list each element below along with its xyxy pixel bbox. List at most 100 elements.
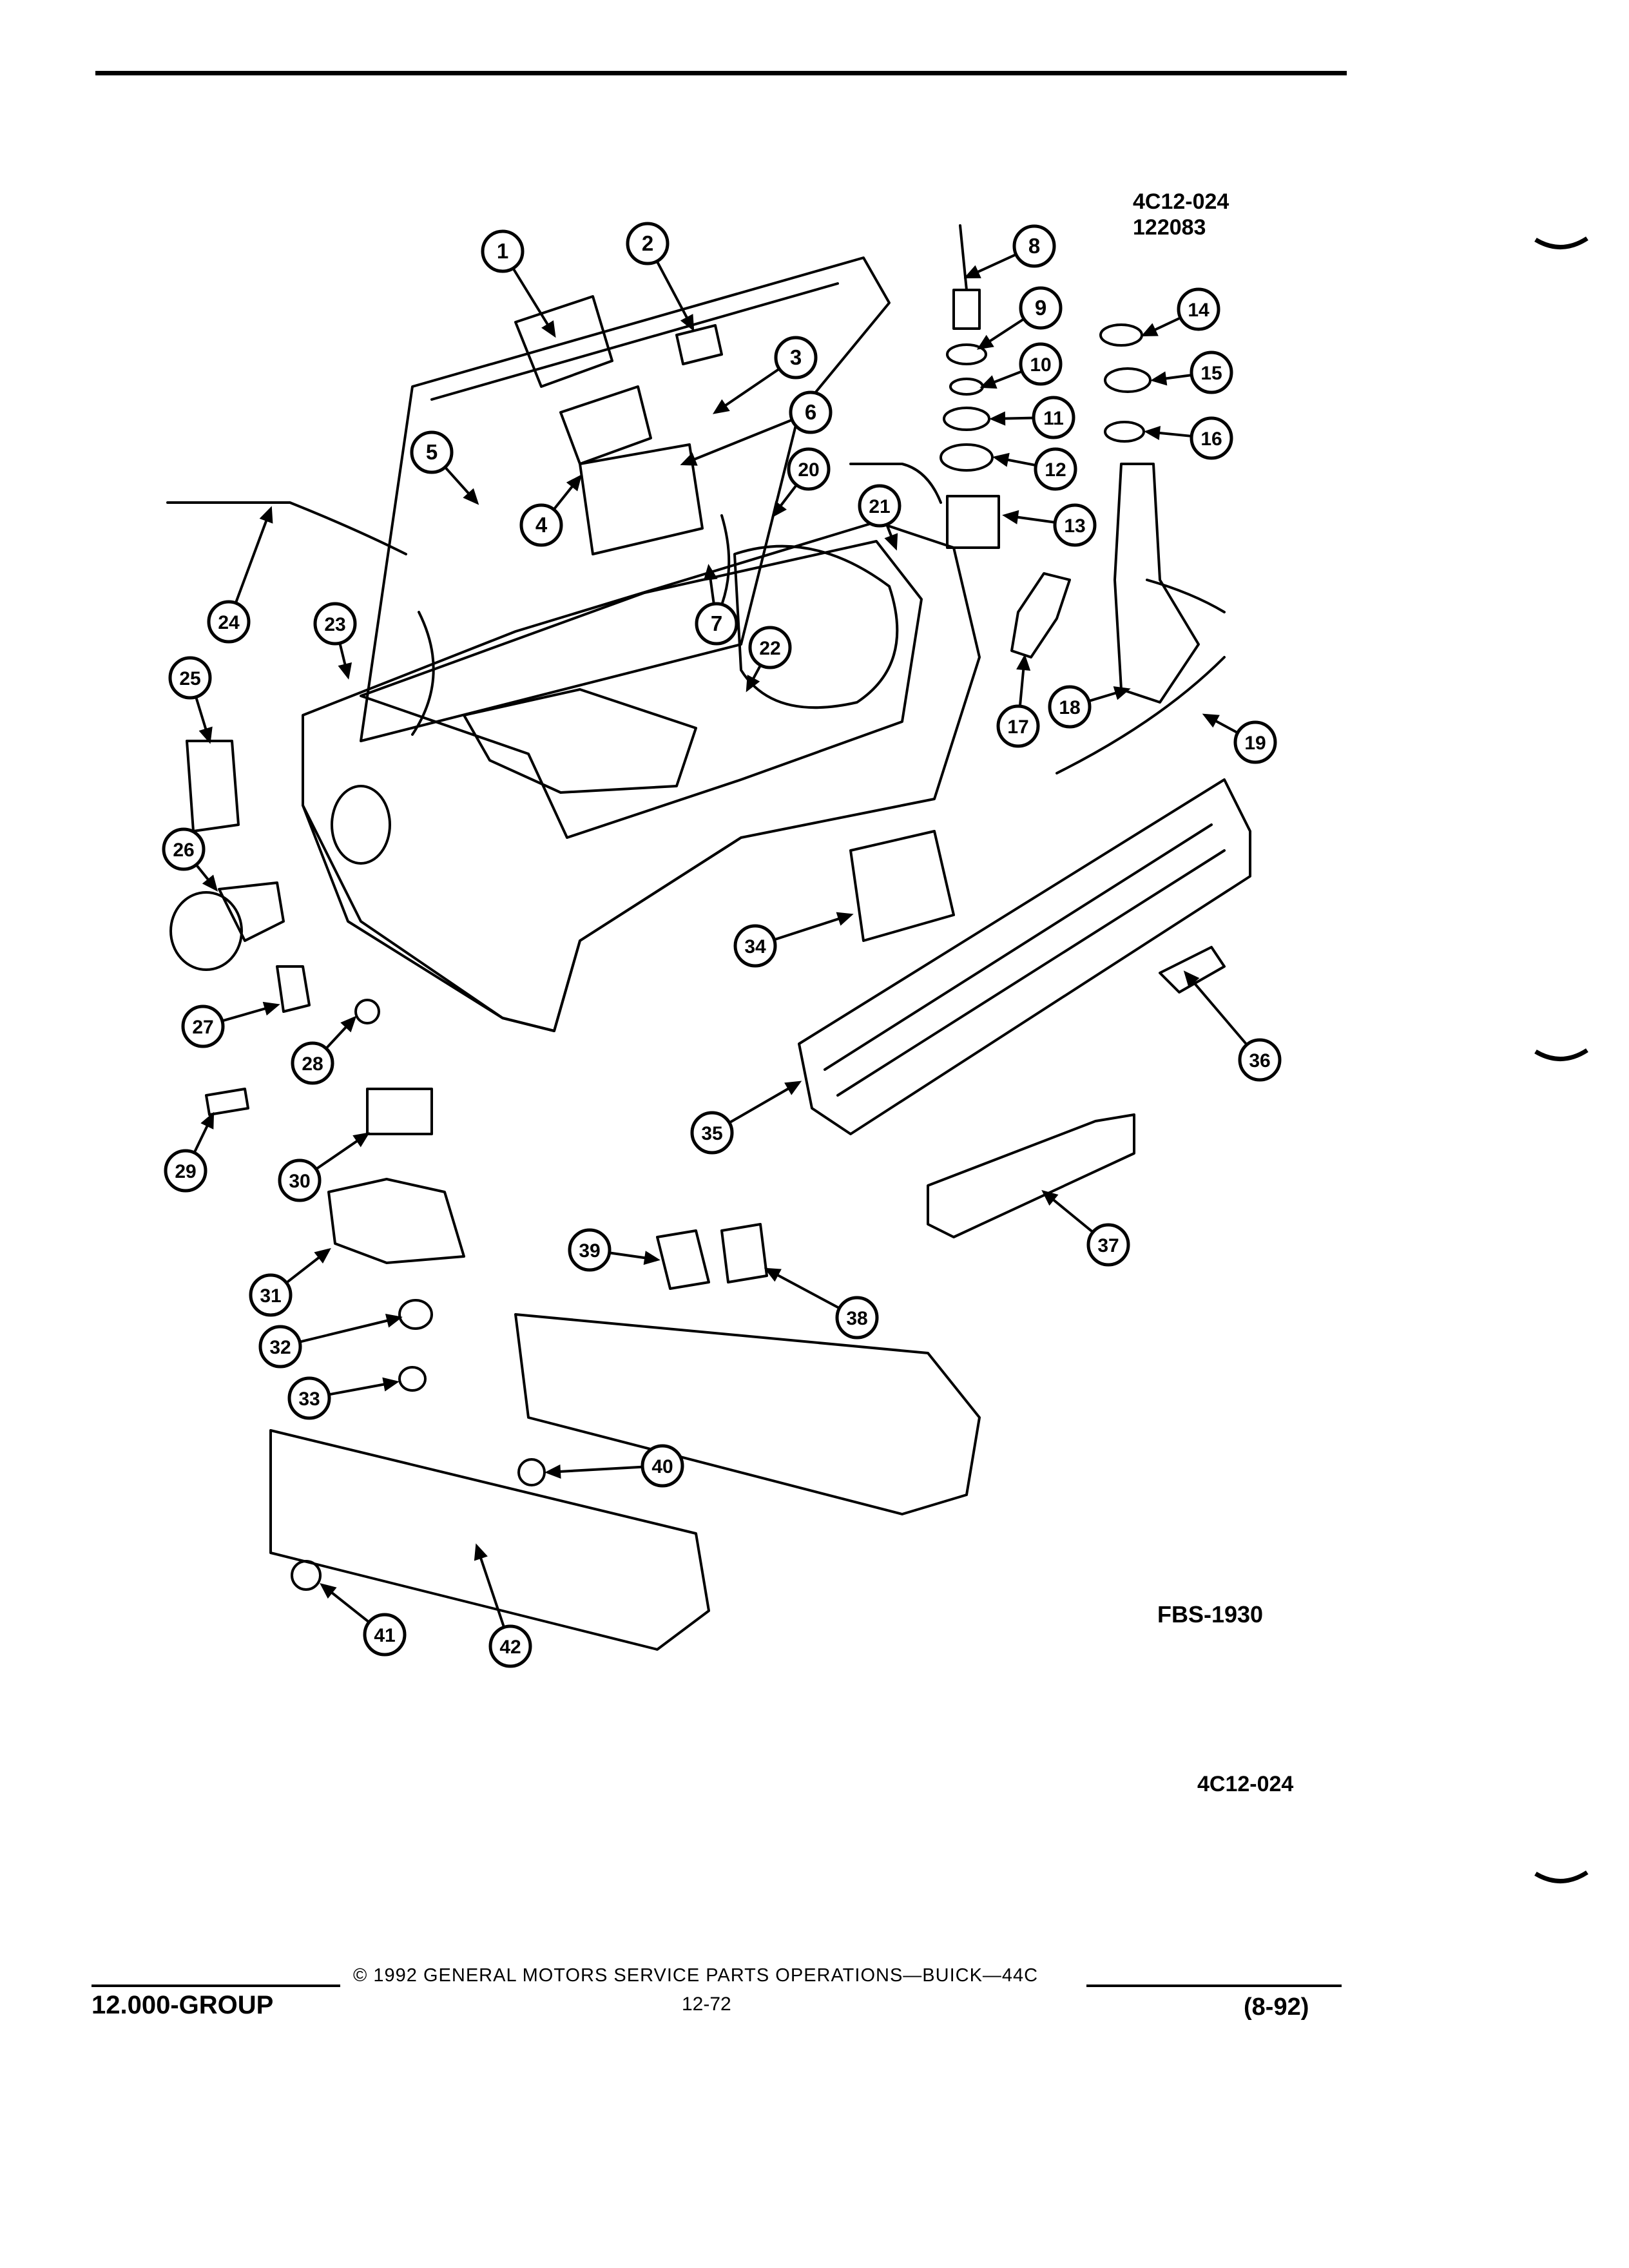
callout-arrowhead-15 — [1150, 371, 1168, 386]
callout-number-16: 16 — [1200, 428, 1222, 450]
callout-leader-36 — [1184, 972, 1248, 1045]
callout-number-36: 36 — [1249, 1050, 1270, 1072]
callout-number-42: 42 — [499, 1637, 521, 1658]
callout-number-19: 19 — [1244, 733, 1266, 754]
rear-sill-42 — [269, 1429, 710, 1651]
callout-arrowhead-2 — [680, 314, 695, 332]
callout-arrowhead-11 — [989, 411, 1006, 426]
antenna-seal-15 — [1104, 367, 1152, 393]
callout-arrowhead-37 — [1041, 1189, 1059, 1206]
footer-rule-right — [1086, 1984, 1342, 1987]
callout-circle-30 — [278, 1158, 322, 1202]
striker-38 — [720, 1223, 768, 1283]
callout-number-6: 6 — [805, 400, 816, 424]
illustration-date: 122083 — [1133, 215, 1206, 240]
binding-mark — [1534, 1870, 1588, 1883]
antenna-bracket-13 — [946, 495, 1000, 549]
callout-circle-18 — [1048, 685, 1092, 729]
callout-circle-14 — [1177, 287, 1220, 331]
antenna-seal-14 — [1099, 323, 1143, 347]
trunk-body — [302, 521, 981, 1032]
callout-circle-32 — [258, 1325, 302, 1369]
callout-arrowhead-38 — [764, 1267, 782, 1282]
fuel-door-25 — [186, 740, 240, 832]
callout-circle-1 — [481, 229, 525, 273]
callout-arrowhead-25 — [198, 726, 213, 744]
callout-circle-39 — [568, 1228, 612, 1272]
callout-circle-42 — [488, 1624, 532, 1668]
callout-number-38: 38 — [846, 1308, 867, 1329]
wiring-harness — [411, 514, 731, 736]
callout-number-30: 30 — [289, 1171, 310, 1192]
license-plate-bracket-34 — [849, 830, 955, 942]
callout-leader-34 — [774, 914, 851, 941]
bracket-36 — [1159, 946, 1226, 994]
callout-number-12: 12 — [1045, 459, 1066, 481]
trunk-floor-well — [463, 688, 697, 794]
label-29 — [205, 1088, 249, 1116]
callout-circle-3 — [774, 336, 818, 380]
callout-circle-13 — [1053, 503, 1097, 547]
callout-arrowhead-5 — [463, 488, 479, 505]
callout-arrowhead-6 — [680, 452, 698, 466]
callout-arrowhead-14 — [1141, 323, 1159, 337]
antenna-base — [952, 289, 981, 330]
callout-number-35: 35 — [701, 1123, 722, 1144]
trunk-light-6 — [579, 443, 704, 555]
callout-number-31: 31 — [260, 1285, 281, 1307]
callout-number-33: 33 — [298, 1389, 320, 1410]
callout-circle-12 — [1034, 447, 1077, 491]
callout-arrowhead-19 — [1202, 713, 1220, 728]
callout-number-34: 34 — [744, 936, 766, 957]
callout-circle-2 — [626, 222, 670, 265]
callout-circle-38 — [835, 1296, 879, 1340]
callout-number-11: 11 — [1043, 408, 1064, 429]
trunk-lid — [360, 256, 891, 742]
callout-circle-16 — [1190, 416, 1233, 460]
callout-arrowhead-41 — [320, 1582, 337, 1599]
callout-arrowhead-7 — [703, 564, 718, 581]
callout-number-20: 20 — [798, 459, 819, 481]
switch-30 — [366, 1088, 433, 1135]
fuel-door-housing-26 — [169, 891, 243, 971]
callout-arrowhead-28 — [340, 1015, 357, 1033]
illustration-code: 4C12-024 — [1133, 189, 1229, 214]
callout-arrowhead-10 — [979, 375, 998, 389]
figure-code-bottom: 4C12-024 — [1197, 1772, 1294, 1796]
binding-mark — [1534, 1048, 1588, 1061]
lock-cylinder-4 — [559, 385, 652, 465]
callout-arrowhead-3 — [712, 399, 730, 414]
callout-circle-33 — [287, 1376, 331, 1420]
callout-circle-22 — [748, 626, 792, 669]
callout-number-9: 9 — [1035, 296, 1046, 320]
antenna-mast — [959, 224, 968, 291]
callout-arrowhead-18 — [1113, 686, 1131, 700]
callout-arrowhead-30 — [352, 1132, 371, 1148]
antenna-nut-9 — [946, 343, 987, 365]
callout-leader-35 — [729, 1081, 800, 1124]
plug-41 — [291, 1560, 322, 1591]
callout-number-39: 39 — [579, 1240, 600, 1262]
callout-arrowhead-35 — [784, 1081, 802, 1095]
callout-circle-9 — [1019, 286, 1063, 330]
callout-arrowhead-12 — [992, 452, 1010, 467]
callout-number-2: 2 — [642, 231, 653, 255]
callout-number-25: 25 — [179, 668, 200, 689]
callout-circle-35 — [690, 1111, 734, 1155]
bracket-1 — [514, 295, 613, 388]
callout-number-18: 18 — [1059, 697, 1080, 718]
callout-number-22: 22 — [759, 638, 780, 659]
callout-leader-32 — [300, 1316, 400, 1343]
callout-number-10: 10 — [1030, 354, 1051, 376]
callout-circle-4 — [519, 503, 563, 547]
callout-circle-10 — [1019, 342, 1063, 386]
rear-quarter-panel — [302, 804, 742, 1032]
callout-circle-36 — [1238, 1038, 1282, 1082]
callout-number-14: 14 — [1188, 300, 1210, 321]
figure-ref: FBS-1930 — [1157, 1601, 1264, 1628]
antenna-bracket-17 — [1010, 572, 1071, 658]
footer-rule-left — [92, 1984, 340, 1987]
callout-arrowhead-42 — [474, 1543, 488, 1561]
callout-number-1: 1 — [497, 239, 508, 263]
antenna-seal-16 — [1104, 421, 1145, 443]
